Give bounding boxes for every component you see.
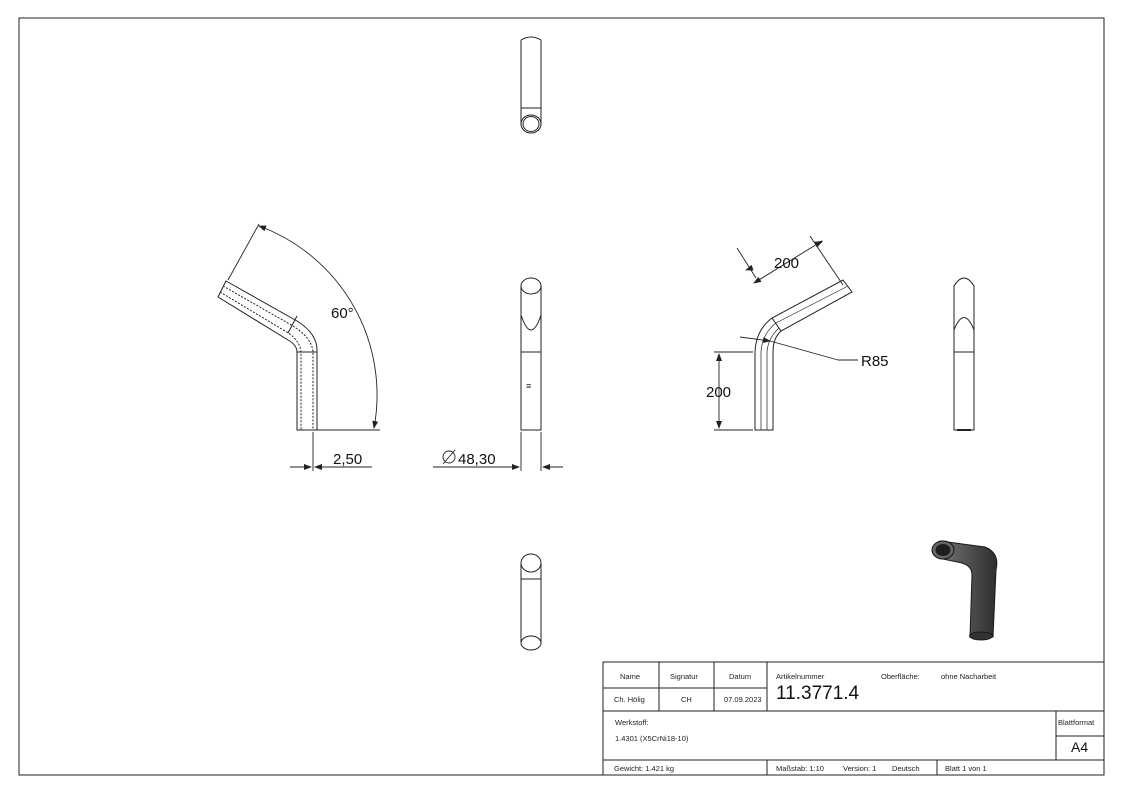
material-value: 1.4301 (X5CrNi18-10) [615, 734, 689, 743]
side-length-label: 200 [706, 384, 731, 401]
top-length-dimension [736, 235, 844, 286]
format-value: A4 [1071, 739, 1089, 755]
signature-value: CH [681, 695, 692, 704]
sheet-value: Blatt 1 von 1 [945, 764, 987, 773]
center-mark: ≡ [526, 381, 531, 391]
diameter-dimension [433, 432, 563, 471]
title-block [602, 661, 1105, 776]
front-view-tube [520, 277, 542, 431]
side-length-dimension [714, 351, 753, 431]
thickness-label: 2,50 [333, 451, 362, 468]
weight-value: Gewicht: 1.421 kg [614, 764, 675, 773]
section-view-bent-tube [217, 280, 318, 431]
bottom-view-tube [520, 553, 542, 651]
date-value: 07.09.2023 [724, 695, 762, 704]
sheet-border [18, 17, 1105, 776]
radius-leader [739, 336, 858, 361]
scale-value: Maßstab: 1:10 [776, 764, 824, 773]
surface-label: Oberfläche: [881, 672, 920, 681]
angle-dimension [227, 223, 380, 431]
angle-label: 60° [331, 305, 354, 322]
right-view-tube [953, 277, 975, 431]
format-label: Blattformat [1058, 718, 1095, 727]
name-value: Ch. Hölig [614, 695, 645, 704]
top-length-label: 200 [774, 255, 799, 272]
material-label: Werkstoff: [615, 718, 649, 727]
diameter-label: 48,30 [458, 451, 496, 468]
language-value: Deutsch [892, 764, 920, 773]
signature-header: Signatur [670, 672, 698, 681]
name-header: Name [620, 672, 641, 681]
version-value: Version: 1 [843, 764, 877, 773]
thickness-dimension [290, 432, 372, 471]
date-header: Datum [729, 672, 752, 681]
side-view-bent-tube [754, 279, 853, 431]
radius-label: R85 [861, 353, 889, 370]
article-label: Artikelnummer [776, 672, 825, 681]
surface-value: ohne Nacharbeit [941, 672, 997, 681]
article-number: 11.3771.4 [776, 683, 860, 704]
isometric-view[interactable] [931, 540, 998, 641]
top-view-tube [520, 36, 542, 134]
